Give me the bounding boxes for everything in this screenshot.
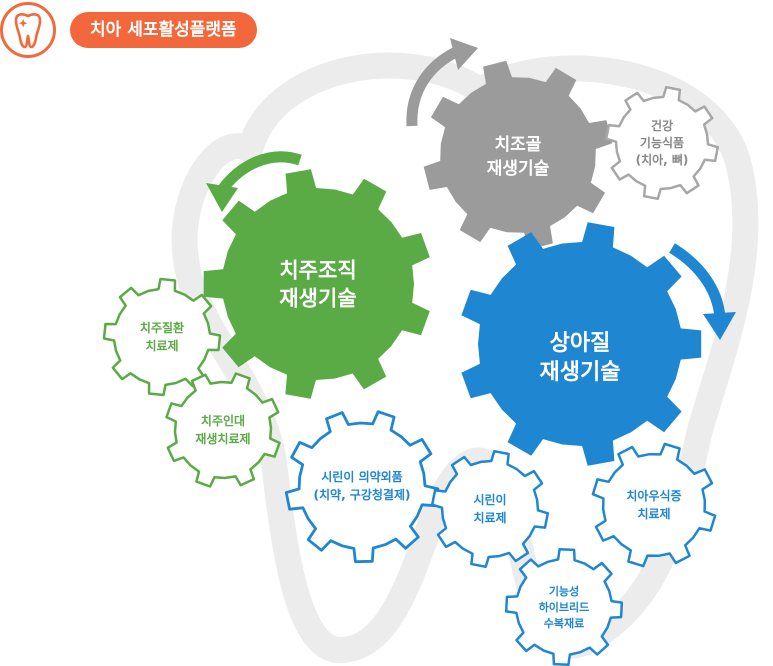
page-title: 치아 세포활성플랫폼 [70,12,257,48]
ligament-gear-label-line: 재생치료제 [195,431,250,446]
arrow-blue [669,243,736,340]
health-food-gear [604,85,720,201]
quasi-drug-gear-label-line: 시린이 의약외품 [321,469,402,484]
arrow-green [206,151,302,212]
dentin-gear-label-line: 재생기술 [540,360,621,385]
health-food-gear-label-line: 기능식품 [640,135,684,150]
dentin-gear-label-line: 상아질 [550,331,611,356]
health-food-gear-label-line: 건강 [651,118,673,133]
hybrid-gear-label-line: 기능성 [549,584,579,598]
periodontal-gear-label-line: 재생기술 [279,286,356,310]
sensitive-gear [430,449,550,569]
quasi-drug-gear [284,410,440,564]
periodontal-gear-label-line: 치주조직 [279,258,356,282]
alveolar-bone-gear-label-line: 치조골 [495,135,542,155]
ligament-gear-label-line: 치주인대 [201,413,245,428]
periodontitis-gear-label-line: 치료제 [145,338,178,353]
header: 치아 세포활성플랫폼 [0,0,320,60]
quasi-drug-gear-label-line: (치약, 구강청결제) [314,487,411,502]
sensitive-gear-label-line: 시린이 [473,492,506,507]
alveolar-bone-gear [423,60,613,250]
periodontal-gear [203,169,430,399]
sensitive-gear-label-line: 치료제 [473,510,506,525]
quasi-drug-gear-label: 시린이 의약외품 (치약, 구강청결제) [314,469,411,502]
tooth-icon [0,2,56,58]
hybrid-gear [504,547,624,666]
arrow-gray [406,38,478,127]
hybrid-gear-label-line: 수복재료 [544,616,584,630]
health-food-gear-label-line: (치아, 뼈) [636,152,689,167]
caries-gear-label-line: 치아우식증 [626,488,681,503]
alveolar-bone-gear-label-line: 재생기술 [487,159,550,179]
periodontitis-gear-label-line: 치주질환 [140,320,184,335]
ligament-gear [165,372,281,488]
dentin-gear [461,222,702,466]
caries-gear-label-line: 치료제 [637,506,670,521]
hybrid-gear-label-line: 하이브리드 [539,600,590,614]
caries-gear [591,442,717,568]
periodontitis-gear [102,277,222,397]
